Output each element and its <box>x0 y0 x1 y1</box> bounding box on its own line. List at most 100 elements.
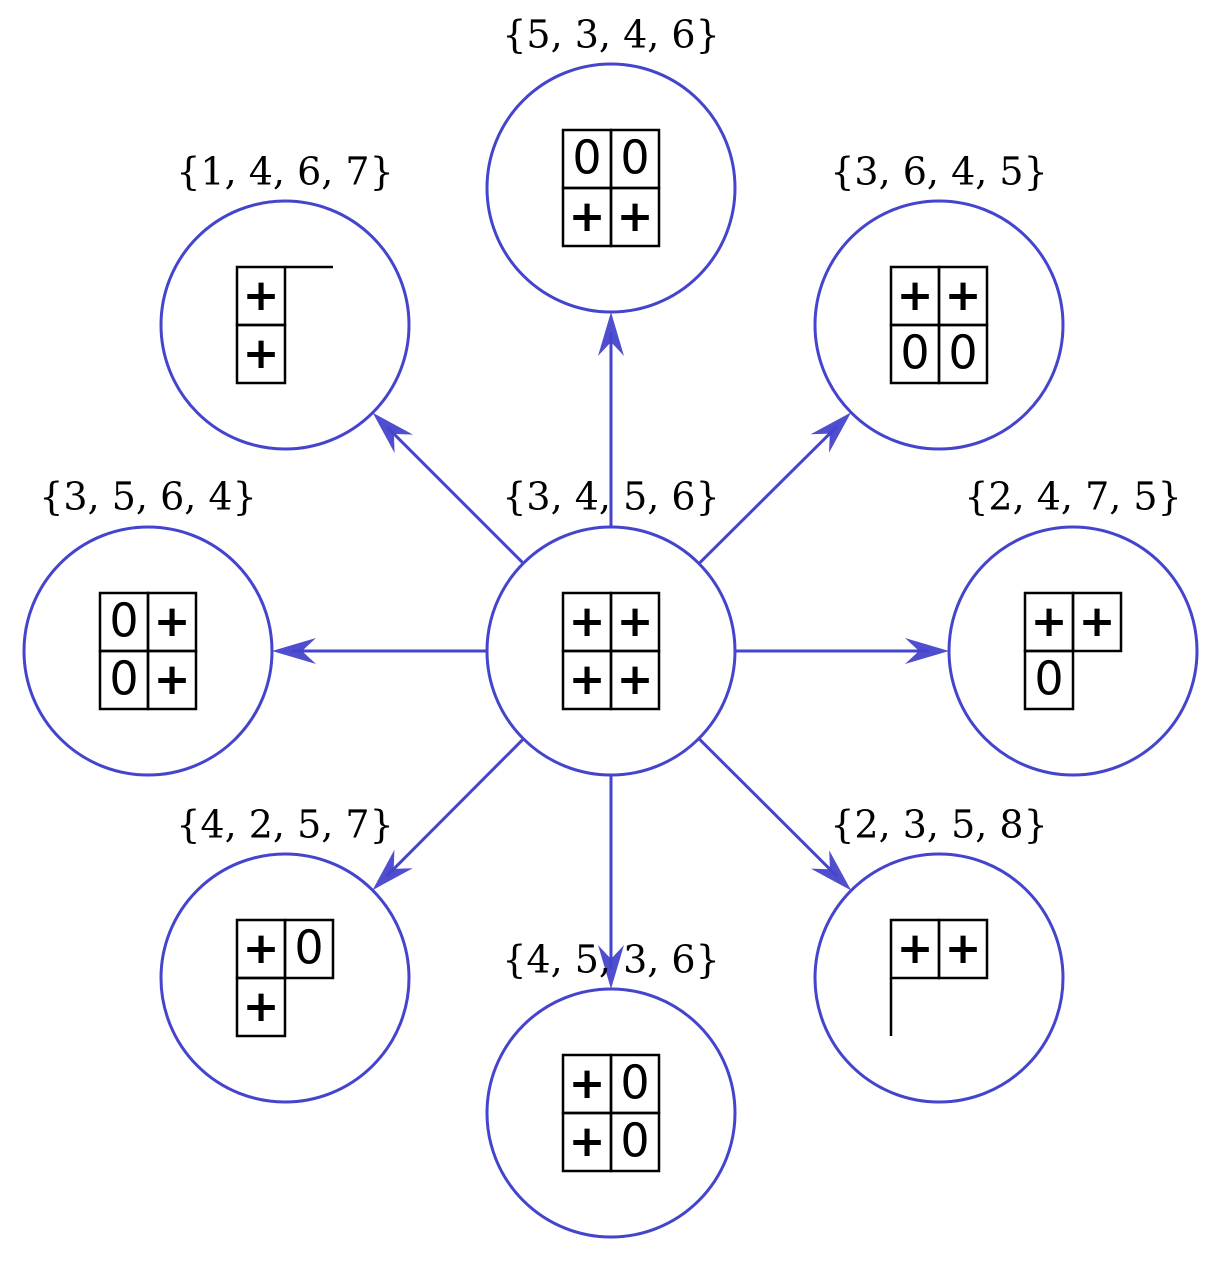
node-center: {3, 4, 5, 6}++++ <box>485 475 737 777</box>
plus-symbol: + <box>243 923 280 974</box>
node-circle <box>947 525 1199 777</box>
node-circle <box>159 852 411 1104</box>
state-grid: ++++ <box>561 591 661 711</box>
plus-symbol: + <box>243 981 280 1032</box>
state-grid: +0 + <box>235 918 335 1038</box>
node-label: {4, 5, 3, 6} <box>502 938 720 982</box>
plus-symbol: + <box>617 191 654 242</box>
zero-symbol: 0 <box>294 921 323 975</box>
plus-symbol: + <box>945 270 982 321</box>
zero-symbol: 0 <box>900 326 929 380</box>
zero-symbol: 0 <box>1034 652 1063 706</box>
node-bottom-right: {2, 3, 5, 8} ++ <box>813 803 1065 1104</box>
zero-symbol: 0 <box>948 326 977 380</box>
grid-cell <box>1023 649 1075 711</box>
grid-cell <box>609 649 661 711</box>
edge-center-to-bottom <box>598 775 624 989</box>
edge-line <box>385 737 525 878</box>
plus-symbol: + <box>154 654 191 705</box>
grid-cell <box>937 918 989 980</box>
arrowhead-icon <box>905 638 949 664</box>
node-label: {2, 3, 5, 8} <box>830 803 1048 847</box>
edges-layer <box>272 312 949 989</box>
node-circle <box>485 62 737 314</box>
plus-symbol: + <box>945 923 982 974</box>
plus-symbol: + <box>154 596 191 647</box>
state-grid: ++ <box>235 265 333 385</box>
arrowhead-icon <box>598 312 624 356</box>
edge-line <box>697 425 838 565</box>
node-left: {3, 5, 6, 4} 0 +0 + <box>22 475 274 777</box>
node-label: {5, 3, 4, 6} <box>502 13 720 57</box>
grid-cell <box>1071 591 1123 653</box>
node-label: {3, 4, 5, 6} <box>502 475 720 519</box>
edge-center-to-top-left <box>372 412 525 565</box>
grid-cell <box>283 918 335 980</box>
node-label: {3, 5, 6, 4} <box>39 475 257 519</box>
node-bottom: {4, 5, 3, 6} +0 +0 <box>485 938 737 1239</box>
node-right: {2, 4, 7, 5} ++0 <box>947 475 1199 777</box>
plus-symbol: + <box>243 328 280 379</box>
plus-symbol: + <box>569 1058 606 1109</box>
edge-center-to-top-right <box>697 412 852 565</box>
grid-cell <box>235 323 287 385</box>
grid-cell <box>937 323 989 385</box>
arrowhead-icon <box>372 412 413 453</box>
node-top-left: {1, 4, 6, 7}++ <box>159 150 411 451</box>
plus-symbol: + <box>569 1116 606 1167</box>
node-label: {1, 4, 6, 7} <box>176 150 394 194</box>
edge-center-to-bottom-left <box>372 737 525 891</box>
node-circle <box>485 525 737 777</box>
plus-symbol: + <box>617 596 654 647</box>
edge-line <box>697 737 839 878</box>
zero-symbol: 0 <box>620 131 649 185</box>
plus-symbol: + <box>569 654 606 705</box>
arrowhead-icon <box>810 412 852 453</box>
zero-symbol: 0 <box>620 1114 649 1168</box>
zero-symbol: 0 <box>572 131 601 185</box>
edge-center-to-bottom-right <box>697 737 852 891</box>
plus-symbol: + <box>897 923 934 974</box>
arrowhead-icon <box>372 849 413 891</box>
edge-center-to-right <box>735 638 949 664</box>
edge-center-to-left <box>272 638 487 664</box>
plus-symbol: + <box>617 654 654 705</box>
plus-symbol: + <box>243 270 280 321</box>
plus-symbol: + <box>897 270 934 321</box>
node-circle <box>813 199 1065 451</box>
edge-line <box>385 425 525 565</box>
edge-center-to-top <box>598 312 624 527</box>
zero-symbol: 0 <box>620 1056 649 1110</box>
arrowhead-icon <box>272 638 316 664</box>
node-circle <box>22 525 274 777</box>
state-grid: 0 +0 + <box>98 591 198 711</box>
state-grid: ++0 <box>1023 591 1123 711</box>
state-grid: +0 +0 <box>561 1053 661 1173</box>
plus-symbol: + <box>1031 596 1068 647</box>
node-label: {3, 6, 4, 5} <box>830 150 1048 194</box>
node-label: {4, 2, 5, 7} <box>176 803 394 847</box>
node-circle <box>813 852 1065 1104</box>
zero-symbol: 0 <box>109 594 138 648</box>
arrowhead-icon <box>598 945 624 989</box>
grid-cell <box>235 976 287 1038</box>
grid-cell <box>146 649 198 711</box>
plus-symbol: + <box>569 596 606 647</box>
plus-symbol: + <box>569 191 606 242</box>
grid-cell <box>609 1111 661 1173</box>
state-grid: ++ <box>889 918 989 1036</box>
node-bottom-left: {4, 2, 5, 7} +0 + <box>159 803 411 1104</box>
arrowhead-icon <box>810 850 852 891</box>
node-label: {2, 4, 7, 5} <box>964 475 1182 519</box>
node-circle <box>485 987 737 1239</box>
grid-cell <box>609 186 661 248</box>
plus-symbol: + <box>1079 596 1116 647</box>
zero-symbol: 0 <box>109 652 138 706</box>
node-circle <box>159 199 411 451</box>
